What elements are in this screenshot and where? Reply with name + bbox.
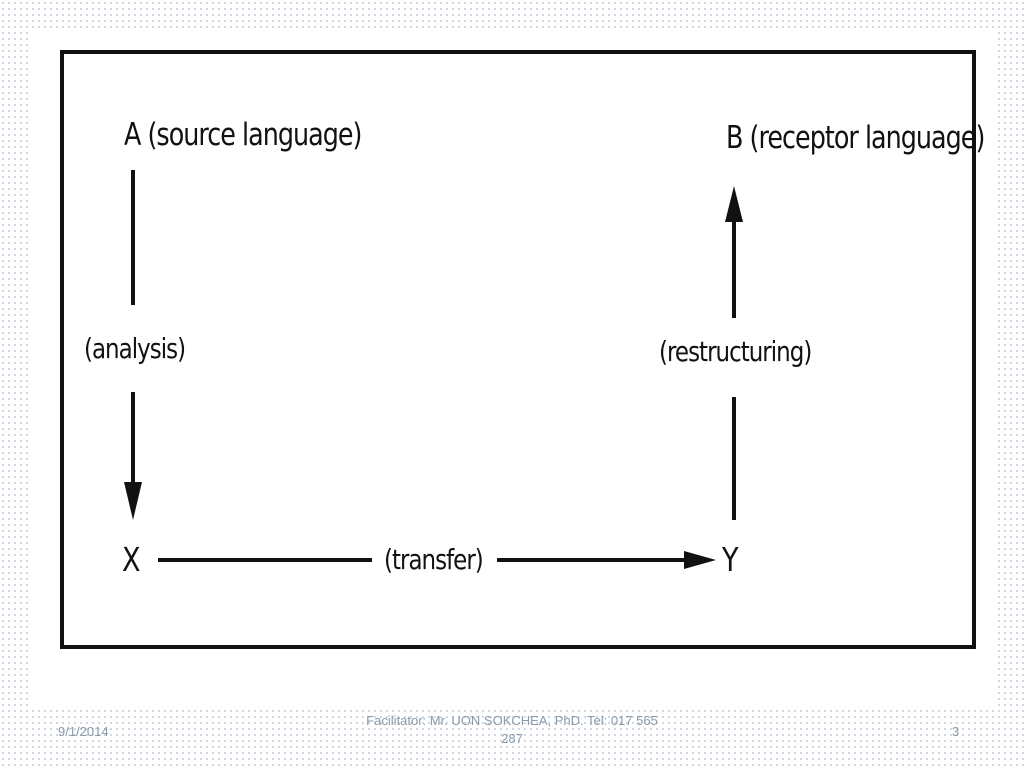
edge-label-restructuring: (restructuring) [659,335,812,368]
transfer-arrowhead [684,551,716,569]
analysis-arrowhead [124,482,142,520]
edge-label-transfer: (transfer) [384,543,484,576]
footer-page-number: 3 [952,724,960,739]
footer-date: 9/1/2014 [58,724,109,739]
node-receptor-language: B (receptor language) [726,120,985,156]
footer-facilitator: Facilitator: Mr. UON SOKCHEA, PhD. Tel: … [366,713,658,746]
restructuring-arrowhead [725,186,743,222]
node-source-language: A (source language) [124,117,362,153]
figure-frame [60,50,976,649]
node-y: Y [722,540,739,579]
node-x: X [122,540,141,579]
edge-label-analysis: (analysis) [84,332,186,365]
